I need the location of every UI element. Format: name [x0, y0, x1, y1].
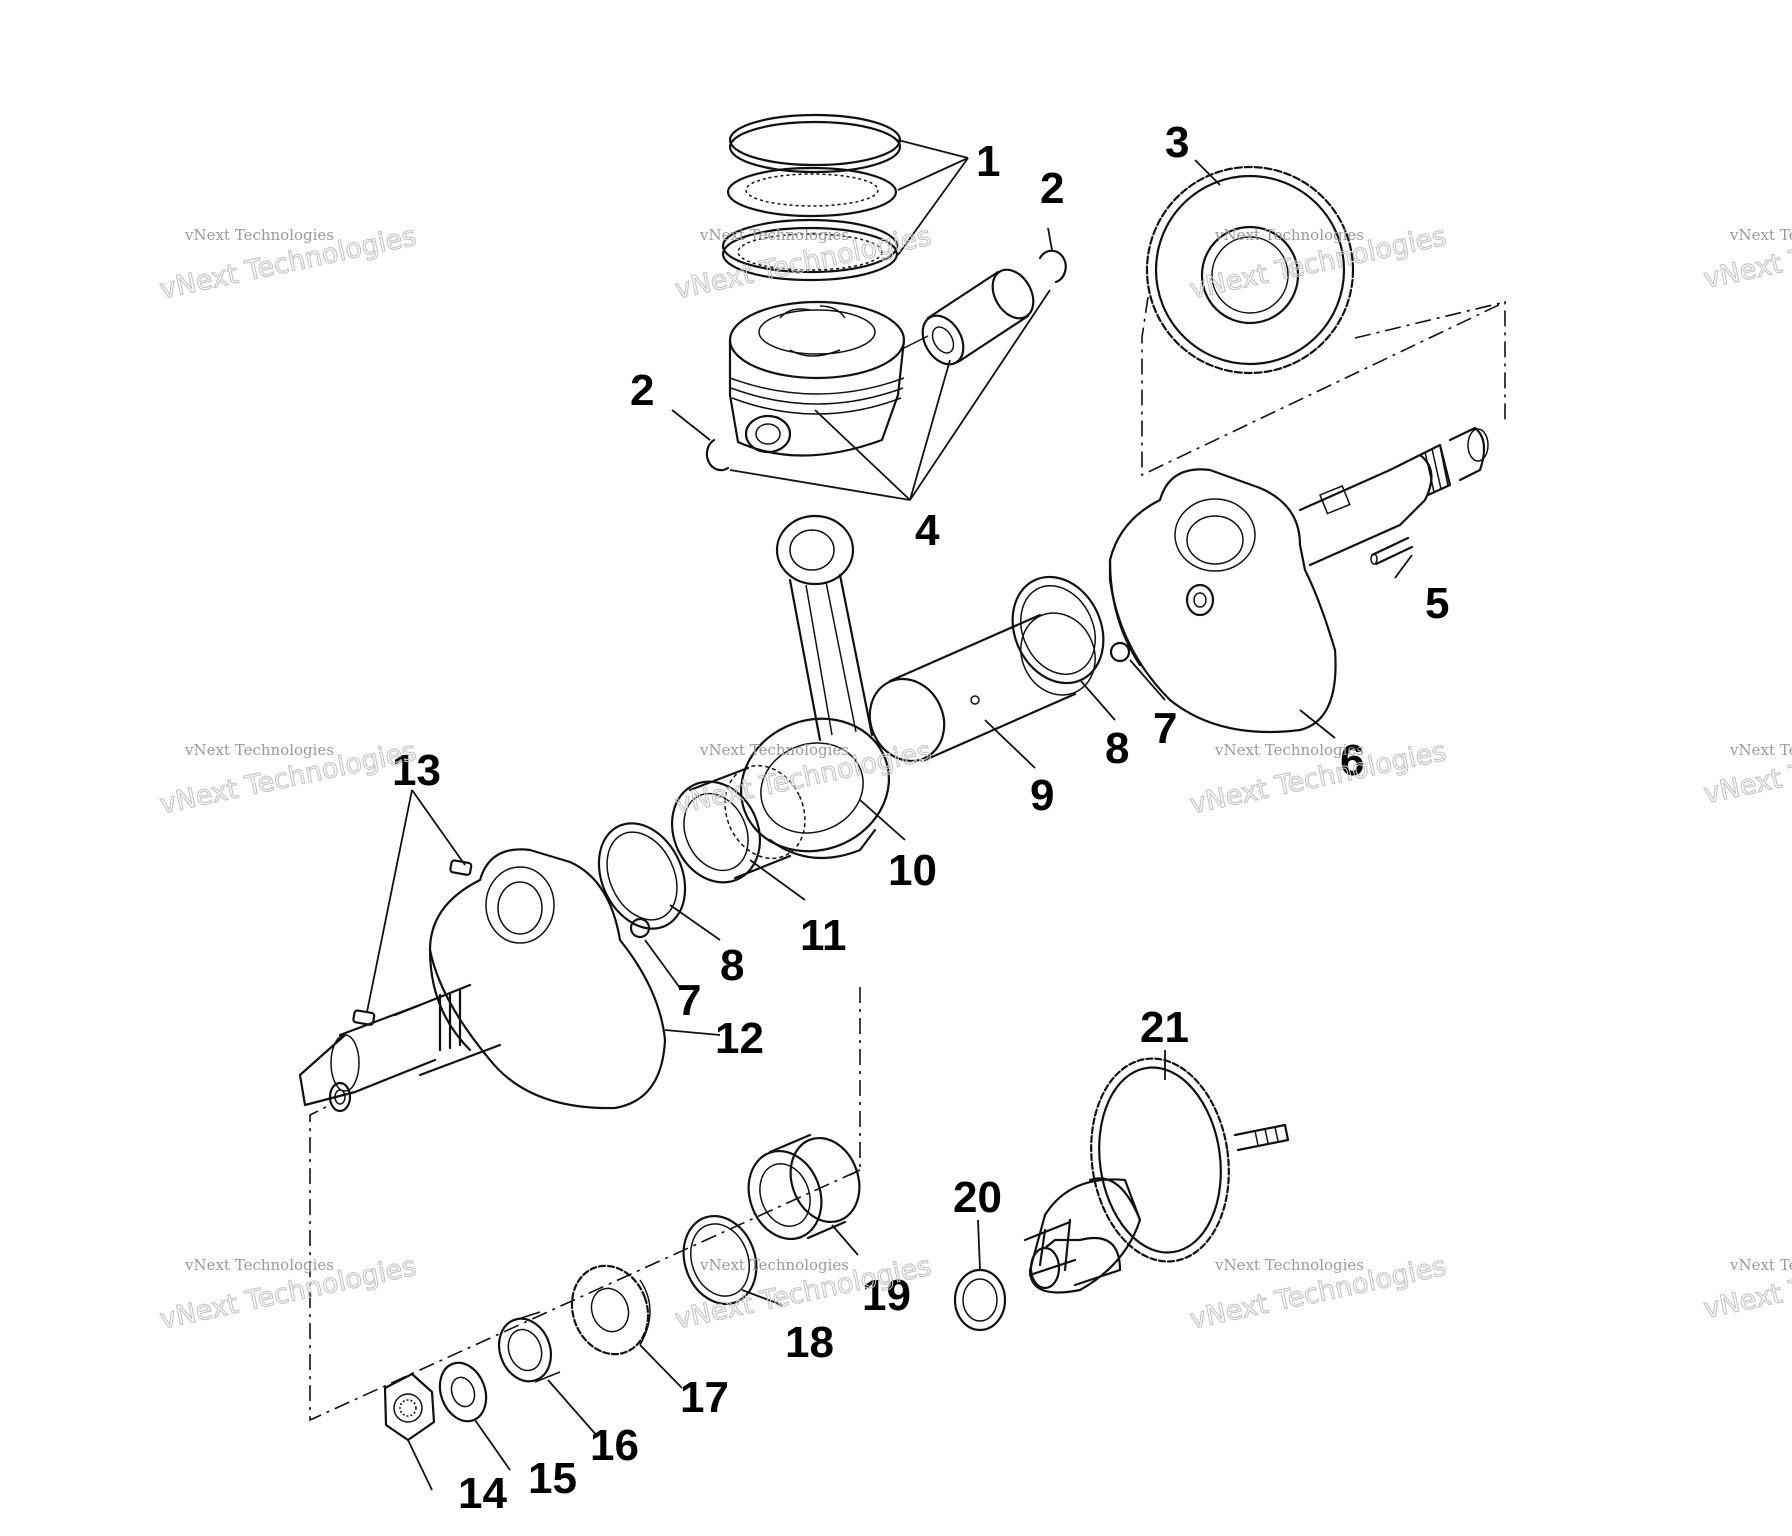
svg-text:vNext Technologies: vNext Technologies: [1214, 226, 1364, 244]
callout-19: 19: [862, 1271, 911, 1320]
needle-bearing: [670, 764, 806, 884]
svg-text:vNext Technologies: vNext Technologies: [1701, 1240, 1792, 1325]
callout-10: 10: [888, 846, 937, 895]
callout-18: 18: [785, 1318, 834, 1367]
crank-pin: [868, 612, 1096, 763]
lock-nut: [497, 1311, 561, 1383]
watermark-row1-col4: vNext Technologies vNext Technologies: [1701, 210, 1792, 296]
svg-text:vNext Technologies: vNext Technologies: [699, 741, 849, 759]
callout-2-right: 2: [1040, 164, 1064, 213]
callout-4: 4: [915, 506, 940, 555]
svg-text:vNext Technologies: vNext Technologies: [1729, 226, 1792, 244]
callout-numbers: 1 2 3 2 4 5 7 8 6 9 13 10 11 8 7 12 21 2…: [392, 118, 1449, 1518]
shim-washer: [953, 1268, 1007, 1332]
callout-2-left: 2: [630, 366, 654, 415]
leader-lines: [366, 139, 1413, 1491]
watermark-row2-col2: vNext Technologies vNext Technologies: [672, 735, 935, 821]
svg-text:vNext Technologies: vNext Technologies: [184, 741, 334, 759]
dowel-pin: [1370, 536, 1414, 566]
svg-text:vNext Technologies: vNext Technologies: [1701, 725, 1792, 810]
ball-left: [629, 917, 651, 939]
watermark-row2-col4: vNext Technologies vNext Technologies: [1701, 725, 1792, 811]
svg-text:vNext Technologies: vNext Technologies: [1729, 741, 1792, 759]
callout-14: 14: [458, 1469, 507, 1518]
callout-3: 3: [1165, 118, 1189, 167]
callout-6: 6: [1340, 736, 1364, 785]
watermark-row1-col1: vNext Technologies vNext Technologies: [157, 220, 420, 306]
watermark-row3-col4: vNext Technologies vNext Technologies: [1701, 1240, 1792, 1326]
crankshaft-left-half: [298, 848, 667, 1113]
callout-15: 15: [528, 1454, 577, 1503]
svg-text:vNext Technologies: vNext Technologies: [1214, 741, 1364, 759]
callout-11: 11: [800, 911, 847, 960]
svg-text:vNext Technologies: vNext Technologies: [1729, 1256, 1792, 1274]
circlip-left: [705, 438, 730, 472]
svg-text:vNext Technologies: vNext Technologies: [699, 226, 849, 244]
thrust-washer-right: [1011, 575, 1105, 685]
callout-1: 1: [976, 137, 1000, 186]
callout-7-right: 7: [1153, 704, 1177, 753]
svg-text:vNext Technologies: vNext Technologies: [699, 1256, 849, 1274]
svg-text:vNext Technologies: vNext Technologies: [184, 1256, 334, 1274]
timing-sprocket: [570, 1264, 651, 1356]
callout-9: 9: [1030, 771, 1054, 820]
connecting-rod: [739, 514, 891, 860]
piston-rings: [721, 113, 902, 282]
spacer-washer: [682, 1214, 758, 1306]
watermark-row1-col2: vNext Technologies vNext Technologies: [672, 220, 935, 306]
svg-text:vNext Technologies: vNext Technologies: [184, 226, 334, 244]
callout-5: 5: [1425, 579, 1449, 628]
main-bearing: [747, 1133, 861, 1241]
flat-washer: [438, 1361, 488, 1423]
piston: [728, 300, 906, 457]
callout-16: 16: [590, 1421, 639, 1470]
watermark-row2-col3: vNext Technologies vNext Technologies: [1187, 735, 1450, 821]
svg-text:vNext Technologies: vNext Technologies: [1214, 1256, 1364, 1274]
ball-right: [1109, 641, 1131, 663]
watermark-row3-col1: vNext Technologies vNext Technologies: [157, 1250, 420, 1336]
balancer-shaft-gear: [1023, 1057, 1290, 1294]
alignment-lines: [309, 296, 1506, 1422]
watermark-row3-col3: vNext Technologies vNext Technologies: [1187, 1250, 1450, 1336]
piston-pin: [899, 268, 1035, 366]
hex-nut: [383, 1372, 436, 1442]
crank-gear-top: [1145, 165, 1355, 375]
callout-8-right: 8: [1105, 724, 1129, 773]
callout-20: 20: [953, 1173, 1002, 1222]
watermark-row1-col3: vNext Technologies vNext Technologies: [1187, 220, 1450, 306]
callout-13: 13: [392, 746, 441, 795]
callout-12: 12: [715, 1014, 764, 1063]
thrust-washer-left: [597, 822, 687, 930]
callout-7-left: 7: [677, 976, 701, 1025]
crankshaft-right-half: [1108, 426, 1489, 734]
circlip-right: [1038, 249, 1067, 284]
callout-8-left: 8: [720, 941, 744, 990]
watermark-row2-col1: vNext Technologies vNext Technologies: [157, 735, 420, 821]
callout-17: 17: [680, 1373, 729, 1422]
callout-21: 21: [1140, 1003, 1189, 1052]
svg-text:vNext Technologies: vNext Technologies: [1701, 210, 1792, 295]
